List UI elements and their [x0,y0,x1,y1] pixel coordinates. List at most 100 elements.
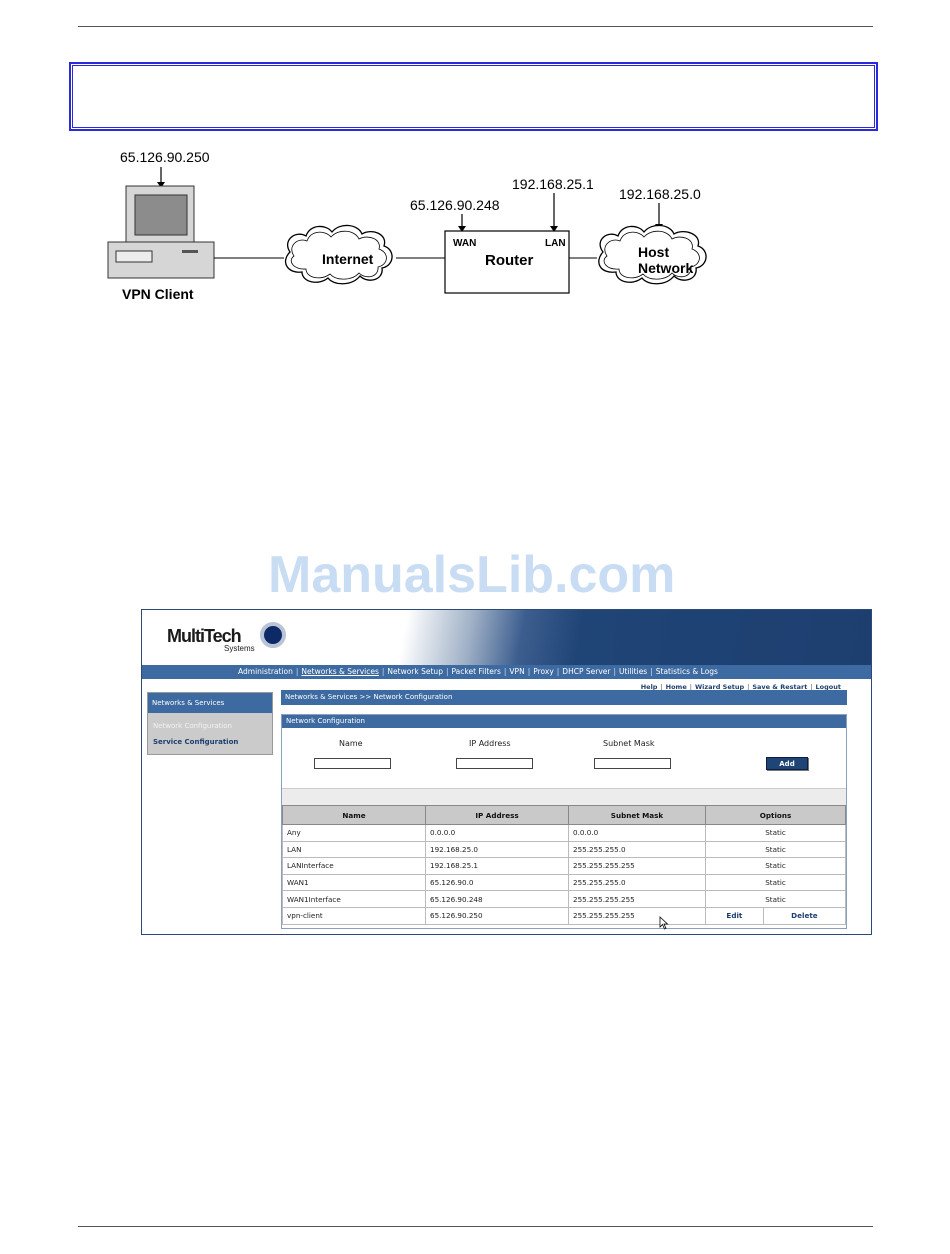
sidebar-item-network-configuration[interactable]: Network Configuration [153,722,232,730]
separator-band [282,788,846,805]
cell-name: Any [282,824,426,842]
sidebar-item-service-configuration[interactable]: Service Configuration [153,738,239,746]
lan-label: LAN [545,238,566,249]
network-config-panel: Network Configuration Name IP Address Su… [281,714,847,929]
column-header-name: Name [282,805,426,825]
toplink-separator: | [747,683,750,691]
nav-items: Administration|Networks & Services|Netwo… [238,665,718,679]
cell-ip-address: 65.126.90.250 [425,906,569,925]
cell-subnet-mask: 255.255.255.255 [568,890,706,908]
toplink-3[interactable]: Save & Restart [752,683,808,691]
breadcrumb: Networks & Services >> Network Configura… [281,690,847,705]
nav-item-0[interactable]: Administration [238,667,293,676]
subnet-mask-input[interactable] [594,758,671,769]
edit-link[interactable]: Edit [705,906,764,925]
cell-option: Static [705,840,846,859]
cell-ip-address: 192.168.25.1 [425,857,569,875]
cell-ip-address: 65.126.90.0 [425,873,569,892]
nav-separator: | [556,667,560,676]
cell-option: Static [705,873,846,892]
cell-option: Static [705,890,846,908]
cell-name: vpn-client [282,906,426,925]
sidebar: Networks & Services Network Configuratio… [147,692,273,755]
name-label: Name [339,739,363,748]
top-links: Help|Home|Wizard Setup|Save & Restart|Lo… [641,683,841,691]
cell-subnet-mask: 255.255.255.255 [568,906,706,925]
cell-subnet-mask: 0.0.0.0 [568,824,706,842]
ip-address-input[interactable] [456,758,533,769]
logo-icon [260,622,286,648]
toplink-4[interactable]: Logout [815,683,841,691]
network-diagram: 65.126.90.250 VPN Client Internet 65.126… [107,149,707,302]
internet-label: Internet [322,251,374,267]
cell-option: Static [705,824,846,842]
toplink-separator: | [810,683,813,691]
nav-item-2[interactable]: Network Setup [387,667,443,676]
cell-subnet-mask: 255.255.255.0 [568,873,706,892]
nav-item-5[interactable]: Proxy [533,667,554,676]
client-ip-label: 65.126.90.250 [120,149,210,165]
nav-separator: | [381,667,385,676]
nav-separator: | [527,667,531,676]
nav-separator: | [295,667,299,676]
toplink-0[interactable]: Help [640,683,658,691]
logo-subtext: Systems [224,644,255,653]
nav-separator: | [650,667,653,676]
main-nav: Administration|Networks & Services|Netwo… [142,665,871,679]
toplink-separator: | [689,683,692,691]
cell-name: LANInterface [282,857,426,875]
cell-name: LAN [282,840,426,859]
column-header-subnet-mask: Subnet Mask [568,805,706,825]
router-wan-ip-label: 65.126.90.248 [410,197,500,213]
top-rule [78,26,873,27]
mouse-cursor-icon [659,916,669,930]
router-lan-ip-label: 192.168.25.1 [512,176,594,192]
nav-separator: | [613,667,616,676]
cell-ip-address: 192.168.25.0 [425,840,569,859]
toplink-2[interactable]: Wizard Setup [694,683,745,691]
logo-text: MultiTech [167,626,242,646]
nav-item-8[interactable]: Statistics & Logs [655,667,718,676]
add-button[interactable]: Add [766,757,808,770]
client-label: VPN Client [122,286,194,302]
column-header-options: Options [705,805,846,825]
toplink-1[interactable]: Home [665,683,687,691]
internet-cloud-icon [285,224,393,285]
cell-ip-address: 0.0.0.0 [425,824,569,842]
panel-title: Network Configuration [282,715,846,728]
cell-name: WAN1 [282,873,426,892]
sidebar-title: Networks & Services [148,693,272,713]
computer-icon [107,185,215,279]
watermark: ManualsLib.com [268,546,676,604]
cell-subnet-mask: 255.255.255.255 [568,857,706,875]
nav-item-7[interactable]: Utilities [618,667,648,676]
host-label-line2: Network [638,260,693,276]
router-ui-screenshot: MultiTech Systems Administration|Network… [141,609,872,935]
bottom-rule [78,1226,873,1227]
cell-option: Static [705,857,846,875]
name-input[interactable] [314,758,391,769]
nav-item-6[interactable]: DHCP Server [562,667,611,676]
nav-separator: | [503,667,507,676]
toplink-separator: | [660,683,663,691]
nav-item-1[interactable]: Networks & Services [301,667,379,676]
nav-item-3[interactable]: Packet Filters [451,667,501,676]
delete-link[interactable]: Delete [762,906,847,925]
ip-address-label: IP Address [469,739,511,748]
nav-item-4[interactable]: VPN [509,667,525,676]
cell-ip-address: 65.126.90.248 [425,890,569,908]
header-box [69,62,878,131]
cell-subnet-mask: 255.255.255.0 [568,840,706,859]
column-header-ip-address: IP Address [425,805,569,825]
header-banner: MultiTech Systems [142,610,871,665]
router-label: Router [485,252,533,269]
wan-label: WAN [453,238,476,249]
host-ip-label: 192.168.25.0 [619,186,701,202]
nav-separator: | [445,667,449,676]
